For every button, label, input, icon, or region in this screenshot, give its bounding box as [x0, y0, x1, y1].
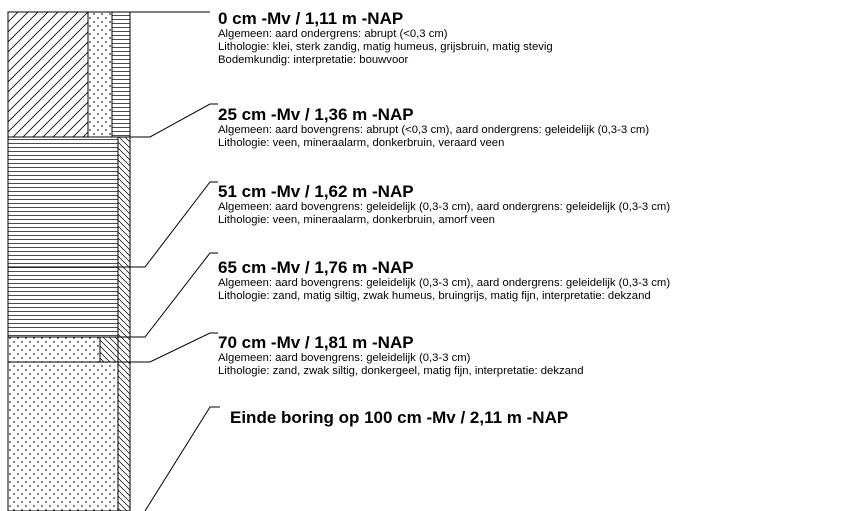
layer-1-clay-hatch: [7, 11, 89, 138]
layer-5-color-strip: [117, 361, 131, 511]
layer-3-depth-title: 51 cm -Mv / 1,62 m -NAP: [218, 182, 414, 201]
layer-1-sand-dots: [87, 11, 113, 138]
layer-5-label: 70 cm -Mv / 1,81 m -NAP Algemeen: aard b…: [218, 333, 583, 378]
layer-4-sand: [7, 336, 101, 363]
layer-5-sand: [7, 361, 119, 511]
layer-4-line-general: Algemeen: aard bovengrens: geleidelijk (…: [218, 277, 671, 289]
layer-4-humus-strip: [99, 336, 119, 363]
connector-line-2: [130, 103, 218, 138]
layer-1-line-soil: Bodemkundig: interpretatie: bouwvoor: [218, 54, 409, 66]
end-of-boring-label: Einde boring op 100 cm -Mv / 2,11 m -NAP: [230, 408, 569, 427]
layer-1-line-lithology: Lithologie: klei, sterk zandig, matig hu…: [218, 41, 553, 53]
layer-2-peat: [7, 136, 119, 268]
connector-line-5: [130, 332, 218, 363]
layer-5-line-lithology: Lithologie: zand, zwak siltig, donkergee…: [218, 365, 584, 377]
connector-line-4: [130, 252, 218, 338]
layer-4-line-lithology: Lithologie: zand, matig siltig, zwak hum…: [218, 290, 651, 302]
layer-3-color-strip: [117, 266, 131, 338]
connector-line-3: [130, 181, 218, 268]
layer-4-depth-title: 65 cm -Mv / 1,76 m -NAP: [218, 258, 414, 277]
layer-1-line-general: Algemeen: aard ondergrens: abrupt (<0,3 …: [218, 28, 448, 40]
layer-3-peat: [7, 266, 119, 338]
layer-4-label: 65 cm -Mv / 1,76 m -NAP Algemeen: aard b…: [218, 258, 670, 303]
layer-2-color-strip: [117, 136, 131, 268]
layer-2-depth-title: 25 cm -Mv / 1,36 m -NAP: [218, 105, 414, 124]
layer-3-line-general: Algemeen: aard bovengrens: geleidelijk (…: [218, 201, 671, 213]
layer-3-label: 51 cm -Mv / 1,62 m -NAP Algemeen: aard b…: [218, 182, 670, 227]
layer-5-depth-title: 70 cm -Mv / 1,81 m -NAP: [218, 333, 414, 352]
layer-1-label: 0 cm -Mv / 1,11 m -NAP Algemeen: aard on…: [218, 9, 553, 67]
layer-1-depth-title: 0 cm -Mv / 1,11 m -NAP: [218, 9, 404, 28]
layer-3-line-lithology: Lithologie: veen, mineraalarm, donkerbru…: [218, 214, 495, 226]
layer-2-line-general: Algemeen: aard bovengrens: abrupt (<0,3 …: [218, 124, 650, 136]
layer-2-line-lithology: Lithologie: veen, mineraalarm, donkerbru…: [218, 137, 505, 149]
layer-2-label: 25 cm -Mv / 1,36 m -NAP Algemeen: aard b…: [218, 105, 649, 150]
layer-4-color-strip: [117, 336, 131, 363]
layer-1-humus-strip: [111, 11, 131, 138]
connector-line-end: [144, 406, 220, 511]
layer-5-line-general: Algemeen: aard bovengrens: geleidelijk (…: [218, 352, 471, 364]
